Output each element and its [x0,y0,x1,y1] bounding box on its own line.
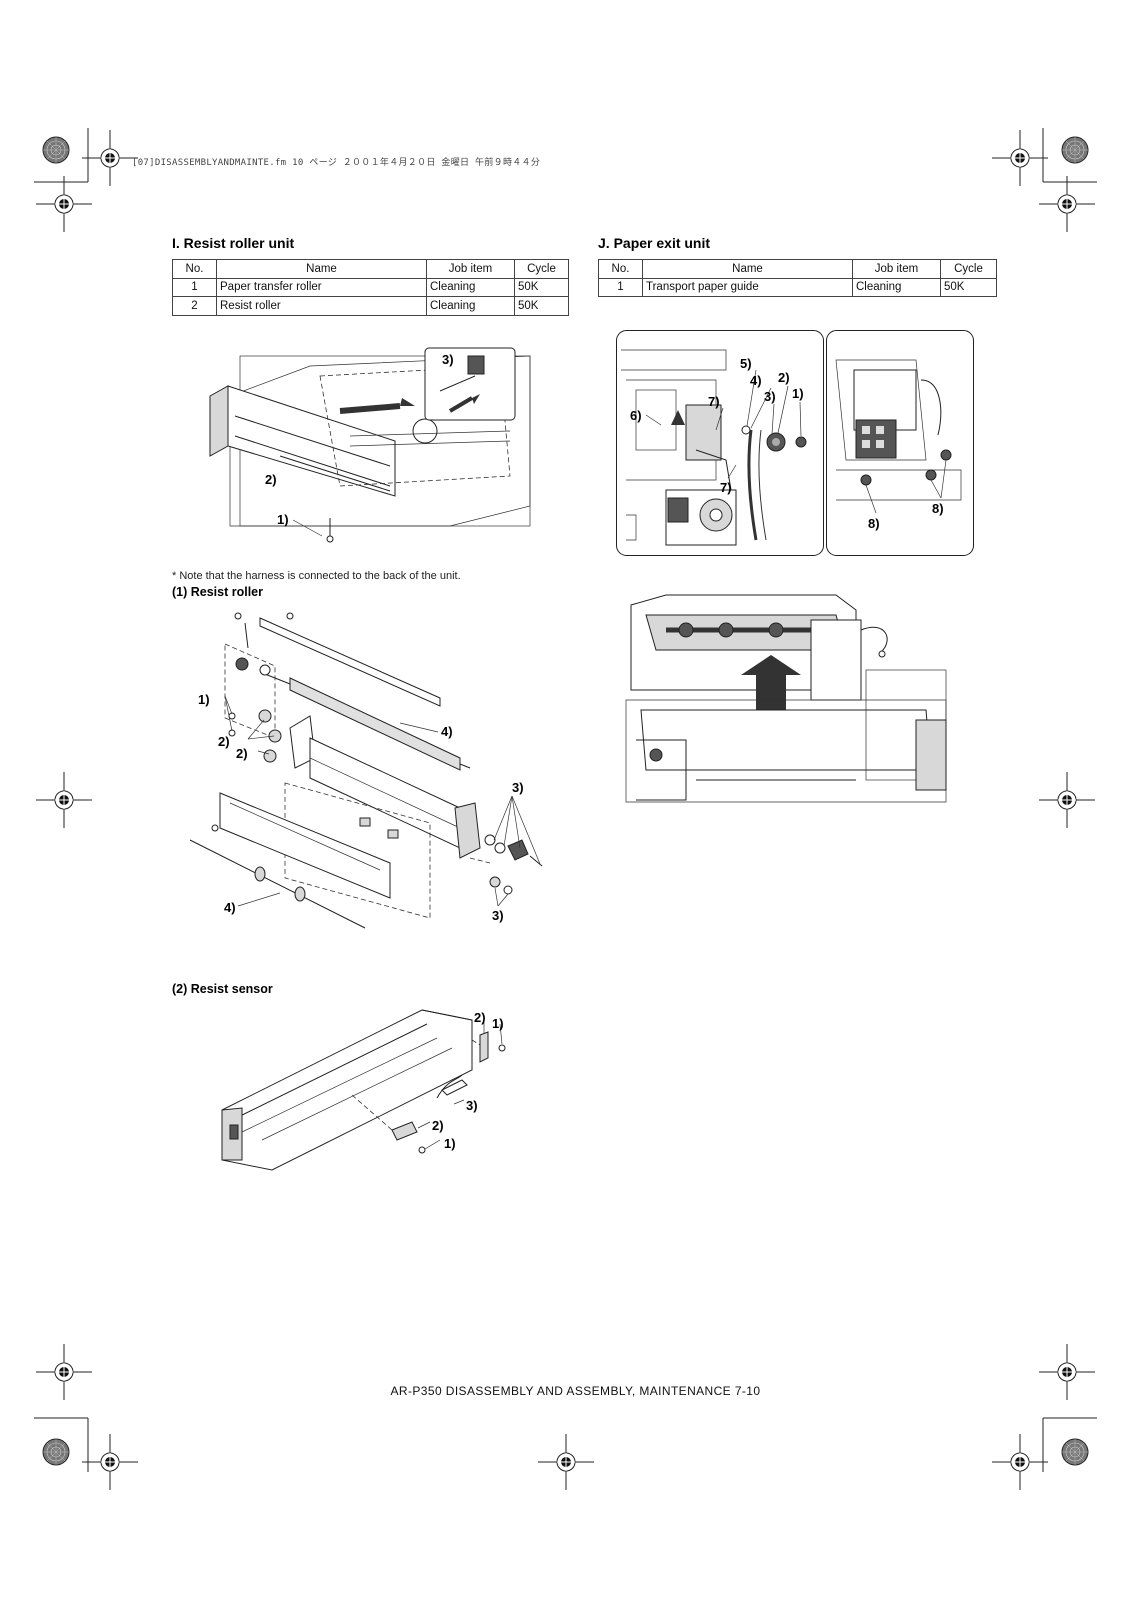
callout-2: 2) [236,746,248,761]
resist-sensor-subtitle: (2) Resist sensor [172,982,273,996]
callout-7: 7) [708,394,720,409]
cell-cycle: 50K [940,277,997,297]
callout-1: 1) [198,692,210,707]
col-name: Name [216,259,427,279]
section-i-table: No. Name Job item Cycle 1 Paper transfer… [172,259,569,316]
table-row: 1 Paper transfer roller Cleaning 50K [172,277,569,297]
paper-exit-rear-figure: 8) 8) [826,330,974,556]
cell-job: Cleaning [852,277,941,297]
callout-7: 7) [720,480,732,495]
callout-1: 1) [444,1136,456,1151]
callout-5: 5) [740,356,752,371]
cell-name: Transport paper guide [642,277,853,297]
col-cycle: Cycle [514,259,569,279]
table-header-row: No. Name Job item Cycle [598,259,997,279]
callout-4: 4) [750,373,762,388]
resist-roller-unit-figure: 3) 2) 1) [209,347,531,543]
col-no: No. [598,259,643,279]
callout-3: 3) [466,1098,478,1113]
col-job: Job item [426,259,515,279]
callout-8: 8) [932,501,944,516]
callout-6: 6) [630,408,642,423]
table-row: 1 Transport paper guide Cleaning 50K [598,277,997,297]
col-name: Name [642,259,853,279]
callout-2: 2) [778,370,790,385]
callout-2: 2) [474,1010,486,1025]
callout-3: 3) [442,352,454,367]
cell-job: Cleaning [426,277,515,297]
col-job: Job item [852,259,941,279]
resist-sensor-figure: 2) 1) 3) 2) 1) [221,1009,506,1171]
cell-no: 2 [172,296,217,316]
callout-1: 1) [792,386,804,401]
cell-name: Resist roller [216,296,427,316]
callout-4: 4) [224,900,236,915]
section-i-title: I. Resist roller unit [172,235,295,251]
callout-3: 3) [492,908,504,923]
cell-job: Cleaning [426,296,515,316]
callout-1: 1) [492,1016,504,1031]
print-header: [07]DISASSEMBLYANDMAINTE.fm 10 ページ ２００１年… [132,158,541,168]
section-j-title: J. Paper exit unit [598,235,711,251]
cell-cycle: 50K [514,277,569,297]
page-footer: AR-P350 DISASSEMBLY AND ASSEMBLY, MAINTE… [390,1384,761,1398]
col-cycle: Cycle [940,259,997,279]
callout-2: 2) [432,1118,444,1133]
paper-exit-unit-removal-figure [625,594,947,803]
callout-8: 8) [868,516,880,531]
cell-no: 1 [598,277,643,297]
table-row: 2 Resist roller Cleaning 50K [172,296,569,316]
paper-exit-drive-figure: 5) 4) 2) 3) 1) 7) 6) 7) [616,330,824,556]
callout-1: 1) [277,512,289,527]
resist-roller-exploded-figure: 1) 2) 2) 4) 3) 4) 3) [189,612,543,929]
callout-2: 2) [218,734,230,749]
harness-note: * Note that the harness is connected to … [172,570,461,582]
callout-3: 3) [512,780,524,795]
section-j-table: No. Name Job item Cycle 1 Transport pape… [598,259,997,297]
cell-name: Paper transfer roller [216,277,427,297]
cell-no: 1 [172,277,217,297]
table-header-row: No. Name Job item Cycle [172,259,569,279]
cell-cycle: 50K [514,296,569,316]
callout-2: 2) [265,472,277,487]
col-no: No. [172,259,217,279]
callout-3: 3) [764,389,776,404]
callout-4: 4) [441,724,453,739]
resist-roller-subtitle: (1) Resist roller [172,585,264,599]
